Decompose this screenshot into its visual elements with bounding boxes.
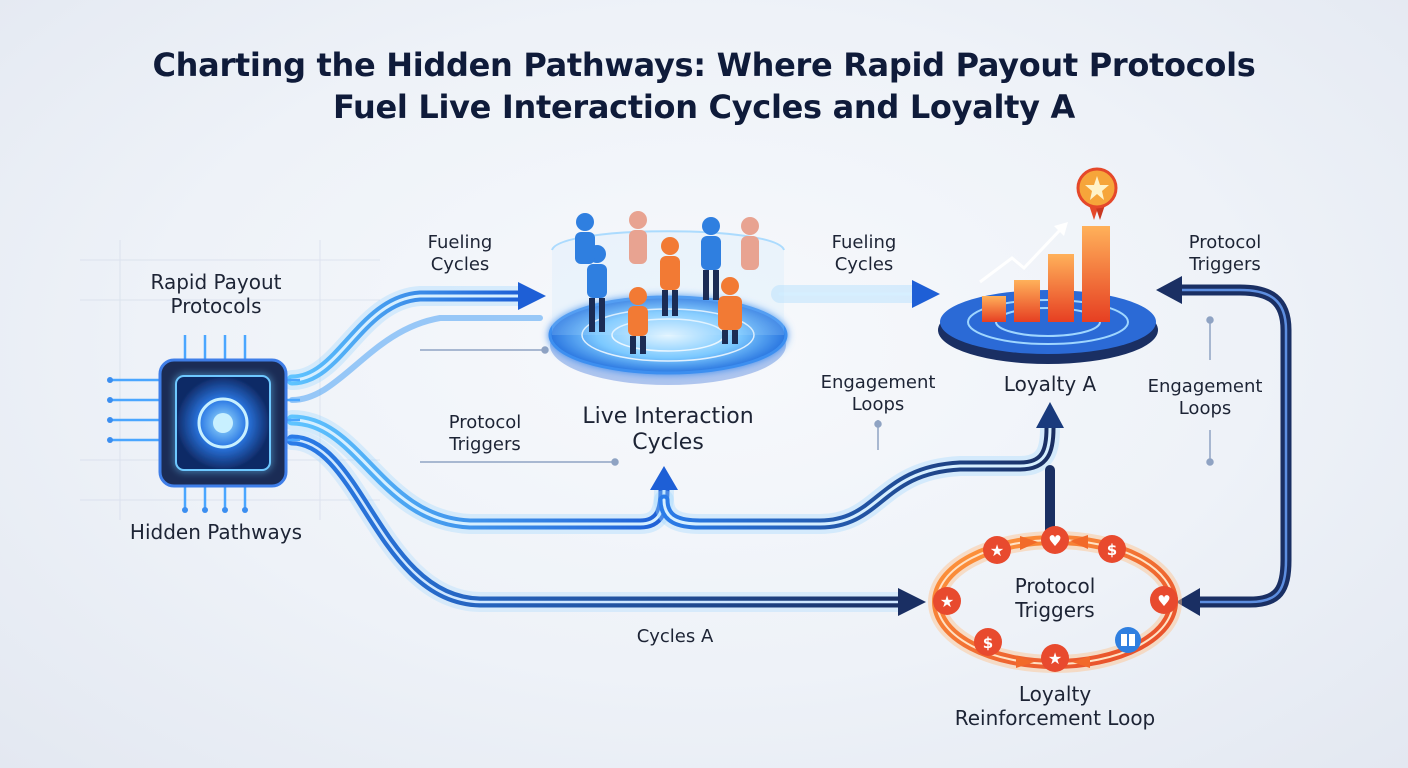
flow-paths: [282, 276, 1292, 616]
label-rapid-payout-line1: Rapid Payout: [150, 270, 282, 294]
label-hidden-pathways: Hidden Pathways: [129, 520, 303, 544]
gift-icon: [1115, 627, 1141, 653]
loyalty-podium: [938, 167, 1158, 364]
path-protocol-triggers-right: [1174, 284, 1292, 608]
svg-text:★: ★: [940, 592, 954, 611]
label-live-line2: Cycles: [632, 430, 704, 455]
svg-text:♥: ♥: [1048, 532, 1061, 550]
label-engagement-loops-right: Engagement Loops: [1130, 376, 1280, 420]
trend-arrow: [979, 228, 1062, 284]
label-pt-left-line1: Protocol: [448, 412, 522, 433]
arrowhead-fueling-2: [912, 280, 940, 308]
arrowhead-into-ring-right: [1176, 588, 1200, 616]
label-loop-line1: Loyalty: [1018, 682, 1092, 706]
label-ring-line1: Protocol: [1014, 574, 1096, 598]
label-fueling-cycles-2: Fueling Cycles: [804, 232, 924, 276]
svg-text:$: $: [1107, 541, 1117, 559]
label-fueling2-line2: Cycles: [834, 254, 894, 275]
heart-icon: ♥: [1041, 526, 1069, 554]
label-loyalty-a: Loyalty A: [1003, 372, 1097, 396]
label-live-line1: Live Interaction: [582, 404, 754, 429]
dollar-icon: $: [974, 628, 1002, 656]
svg-text:$: $: [983, 634, 993, 652]
star-icon: ★: [933, 587, 961, 615]
svg-text:★: ★: [1048, 649, 1062, 668]
label-pt-right-line2: Triggers: [1189, 254, 1261, 275]
growth-bar-chart-icon: [982, 226, 1110, 322]
label-cycles-a: Cycles A: [636, 626, 714, 647]
label-fueling1-line1: Fueling: [427, 232, 493, 253]
label-live-interaction-cycles: Live Interaction Cycles: [548, 404, 788, 456]
label-pt-right-line1: Protocol: [1188, 232, 1262, 253]
page-title: Charting the Hidden Pathways: Where Rapi…: [0, 44, 1408, 128]
label-ring-line2: Triggers: [1015, 598, 1095, 622]
label-ring-protocol-triggers: Protocol Triggers: [975, 574, 1135, 622]
dollar-icon: $: [1098, 535, 1126, 563]
label-fueling1-line2: Cycles: [430, 254, 490, 275]
label-fueling-cycles-1: Fueling Cycles: [400, 232, 520, 276]
arrowhead-cycles-a: [898, 588, 926, 616]
loyalty-reinforcement-ring: ★ ♥ $ ♥ ★: [928, 526, 1182, 673]
arrowhead-to-loyalty-right: [1156, 276, 1182, 304]
label-eng-mid-line2: Loops: [851, 394, 905, 415]
star-icon: ★: [1041, 644, 1069, 672]
heart-icon: ♥: [1150, 586, 1178, 614]
title-line-2: Fuel Live Interaction Cycles and Loyalty…: [333, 88, 1075, 126]
live-interaction-platform: [548, 211, 788, 385]
label-engagement-loops-mid: Engagement Loops: [798, 372, 958, 416]
label-protocol-triggers-left: Protocol Triggers: [420, 412, 550, 456]
arrowhead-fueling-1: [518, 282, 546, 310]
arrowhead-to-loyalty: [1036, 402, 1064, 428]
medal-award-icon: [1076, 167, 1118, 220]
label-rapid-payout-protocols: Rapid Payout Protocols: [96, 270, 336, 318]
processor-chip-icon: [107, 335, 300, 513]
label-eng-right-line2: Loops: [1178, 398, 1232, 419]
label-fueling2-line1: Fueling: [831, 232, 897, 253]
label-protocol-triggers-right: Protocol Triggers: [1160, 232, 1290, 276]
label-eng-right-line1: Engagement: [1147, 376, 1263, 397]
label-pt-left-line2: Triggers: [449, 434, 521, 455]
arrowhead-to-live: [650, 466, 678, 490]
title-line-1: Charting the Hidden Pathways: Where Rapi…: [152, 46, 1256, 84]
leader-lines: [420, 316, 1214, 466]
label-eng-mid-line1: Engagement: [820, 372, 936, 393]
label-rapid-payout-line2: Protocols: [170, 294, 262, 318]
svg-text:♥: ♥: [1157, 592, 1170, 610]
svg-text:★: ★: [990, 541, 1004, 560]
people-group-icon: [575, 211, 759, 354]
label-loop-line2: Reinforcement Loop: [954, 706, 1156, 730]
star-icon: ★: [983, 536, 1011, 564]
label-loyalty-reinforcement-loop: Loyalty Reinforcement Loop: [905, 682, 1205, 730]
